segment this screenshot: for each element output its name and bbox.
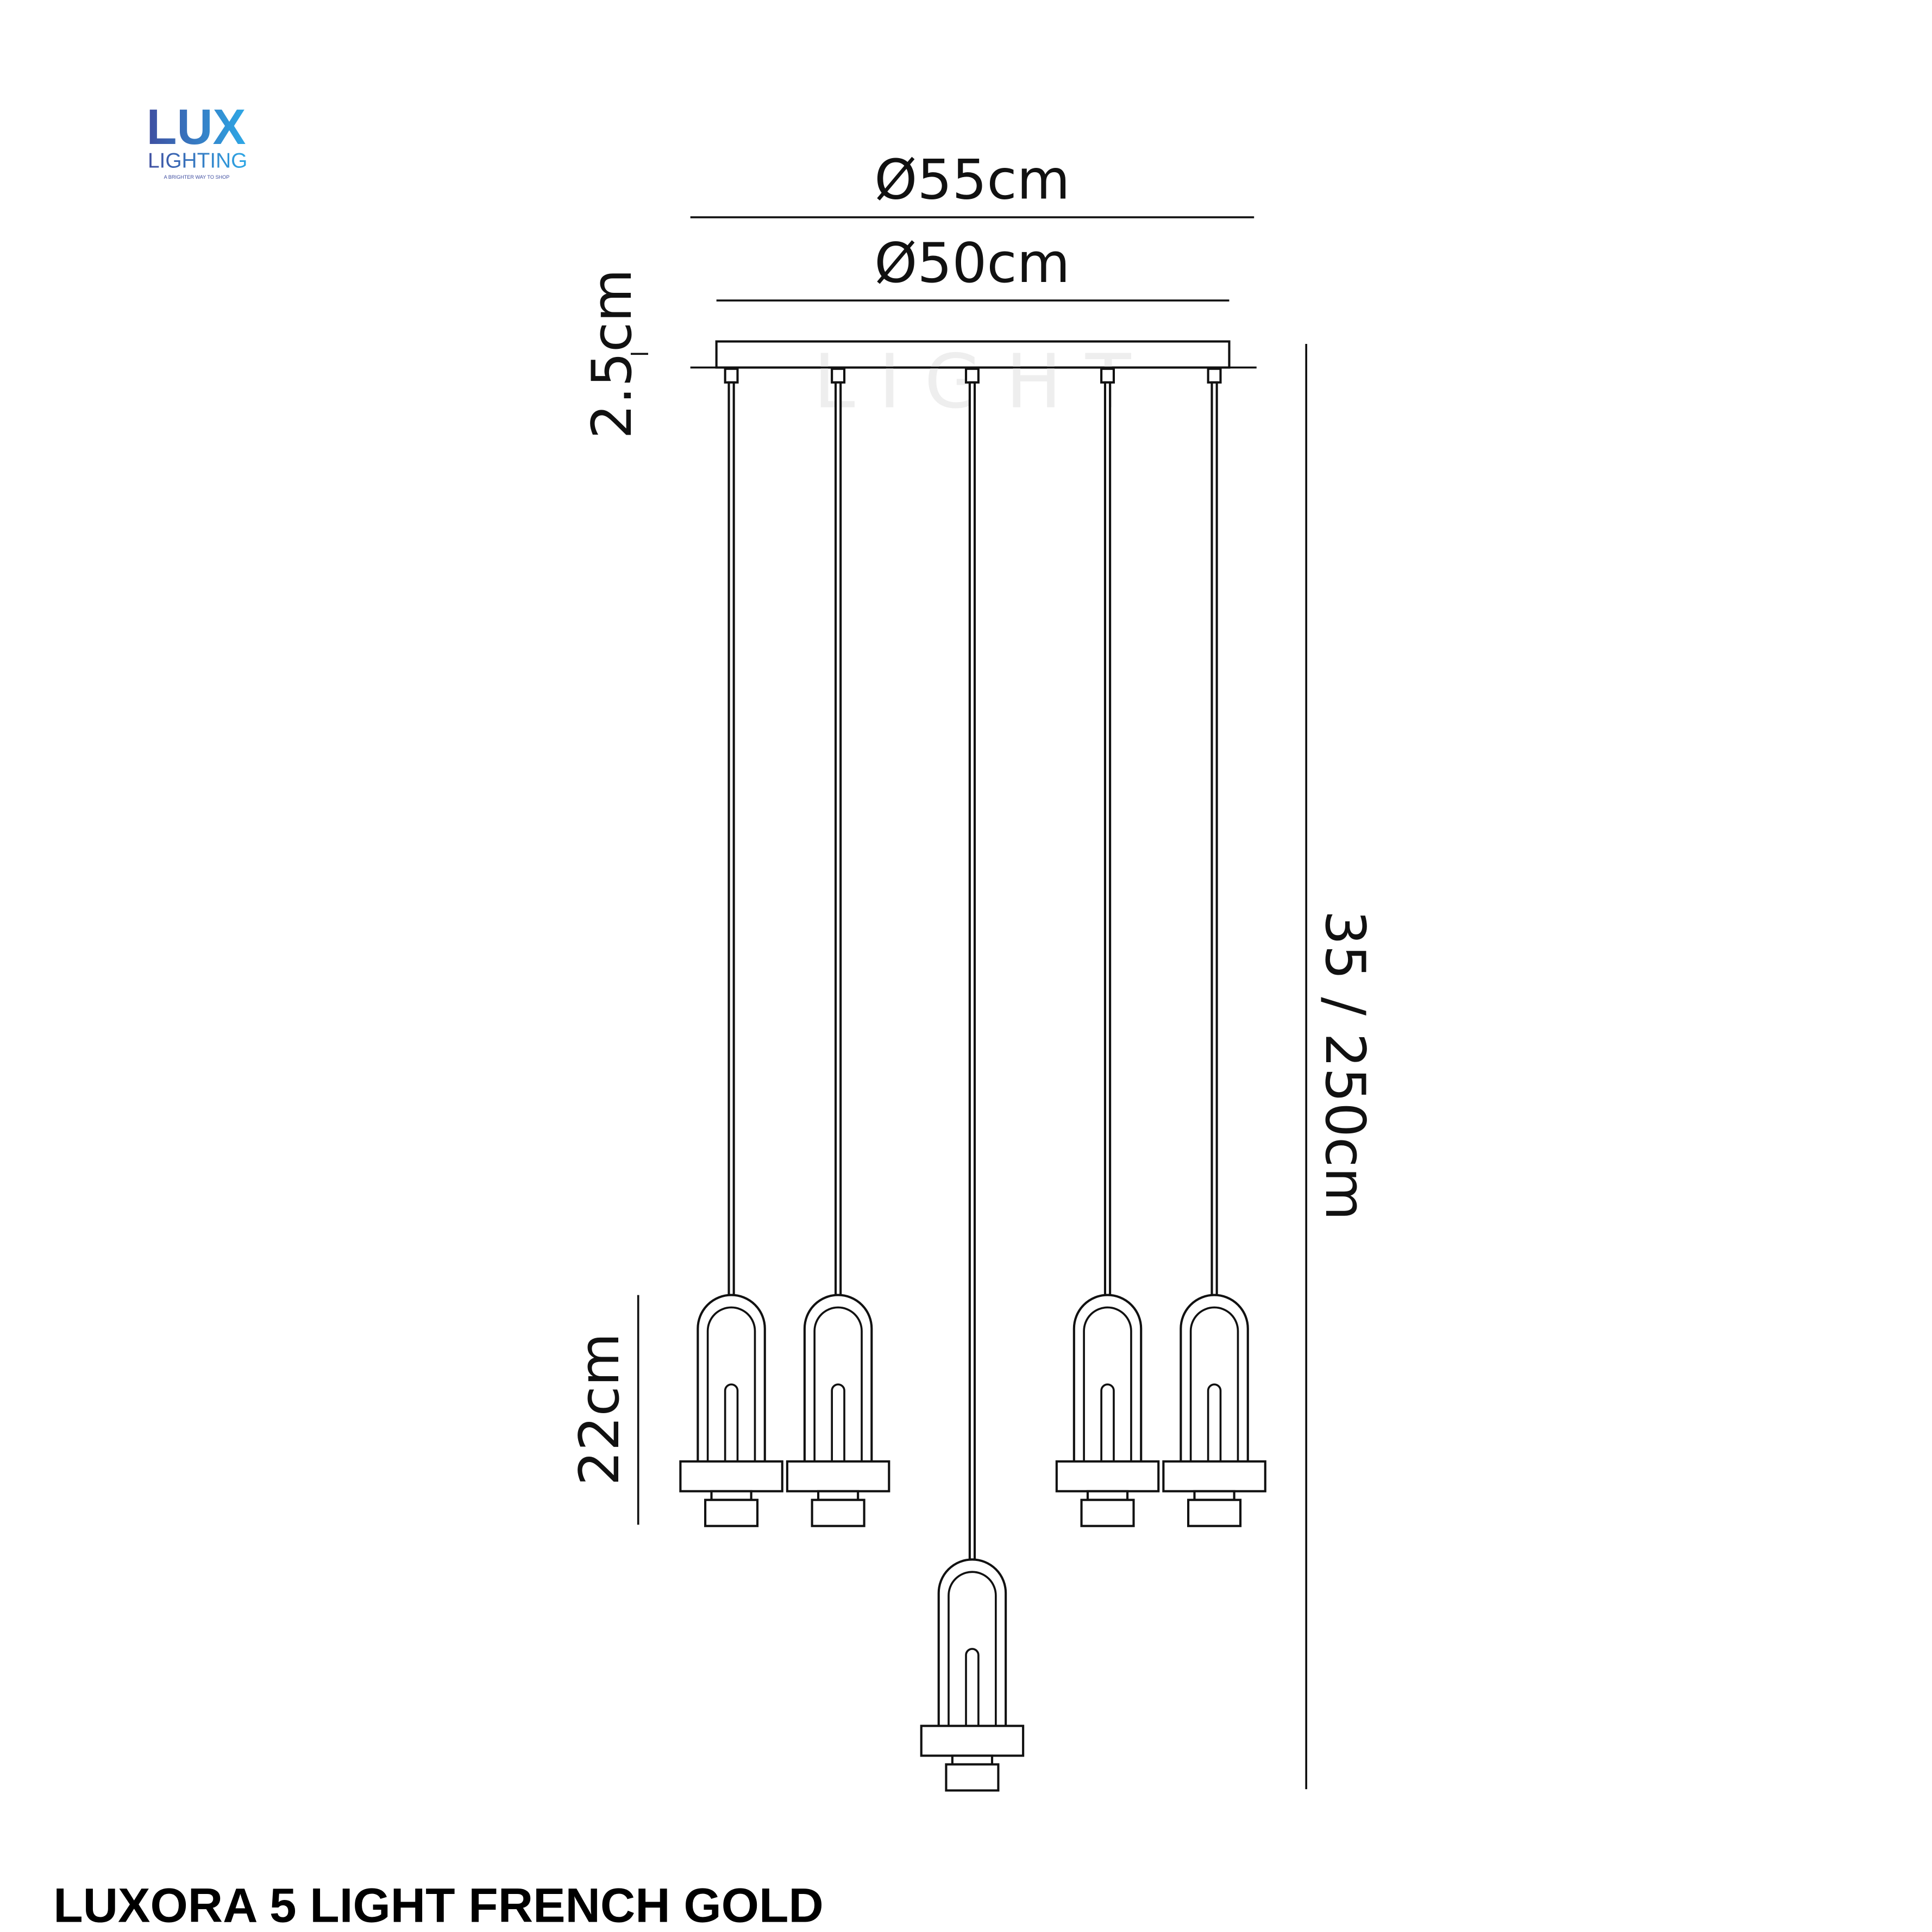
logo-lighting: LIGHTING [148, 149, 247, 173]
ceiling-connector [724, 367, 739, 384]
pendant [1163, 367, 1265, 1526]
logo-tagline: A BRIGHTER WAY TO SHOP [164, 174, 230, 180]
logo: LUX LIGHTING A BRIGHTER WAY TO SHOP [147, 99, 248, 180]
pendant [680, 367, 782, 1526]
pendant [1057, 367, 1158, 1526]
ceiling-connector [964, 367, 980, 384]
ceiling-connector [1207, 367, 1222, 384]
suspension-cable [1103, 381, 1112, 1296]
logo-lux: LUX [147, 99, 246, 155]
outer-diameter-label: Ø55cm [874, 148, 1070, 212]
pendant [921, 367, 1023, 1791]
ceiling-connector [831, 367, 846, 384]
plate-diameter-label: Ø50cm [874, 231, 1070, 295]
suspension-cable [968, 381, 976, 1561]
product-title: LUXORA 5 LIGHT FRENCH GOLD [53, 1878, 823, 1932]
pendant-shade [1057, 1295, 1158, 1526]
pendant-shade [787, 1295, 889, 1526]
pendant-shade [1163, 1295, 1265, 1526]
suspension-cable [727, 381, 735, 1296]
pendants [680, 367, 1265, 1791]
drop-height-label: 35 / 250cm [1313, 910, 1377, 1220]
ceiling-connector [1100, 367, 1115, 384]
suspension-cable [834, 381, 842, 1296]
shade-height-label: 22cm [568, 1333, 631, 1485]
pendant [787, 367, 889, 1526]
pendant-shade [680, 1295, 782, 1526]
suspension-cable [1210, 381, 1218, 1296]
pendant-shade [921, 1559, 1023, 1790]
